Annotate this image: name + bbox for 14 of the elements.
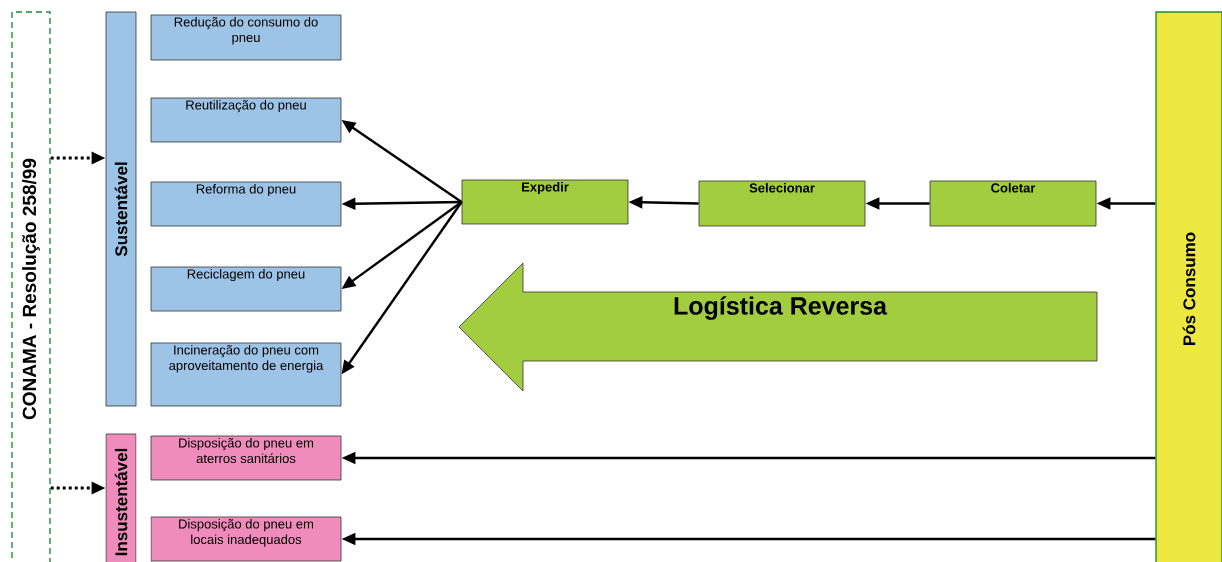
step-box: Coletar (929, 180, 1097, 227)
category-bar: Sustentável (105, 11, 137, 407)
process-box: Reutilização do pneu (150, 97, 342, 143)
process-box: Disposição do pneu em aterros sanitários (150, 435, 342, 481)
category-bar: Insustentável (105, 433, 137, 562)
side-bar: Pós Consumo (1155, 11, 1222, 562)
process-box: Reciclagem do pneu (150, 266, 342, 312)
process-box: Incineração do pneu com aproveitamento de energia (150, 342, 342, 407)
process-box: Reforma do pneu (150, 181, 342, 227)
dashed-frame: CONAMA - Resolução 258/99 (11, 11, 51, 562)
process-box: Redução do consumo do pneu (150, 14, 342, 61)
step-box: Selecionar (698, 180, 866, 227)
step-box: Expedir (461, 179, 629, 225)
process-box: Disposição do pneu em locais inadequados (150, 516, 342, 562)
